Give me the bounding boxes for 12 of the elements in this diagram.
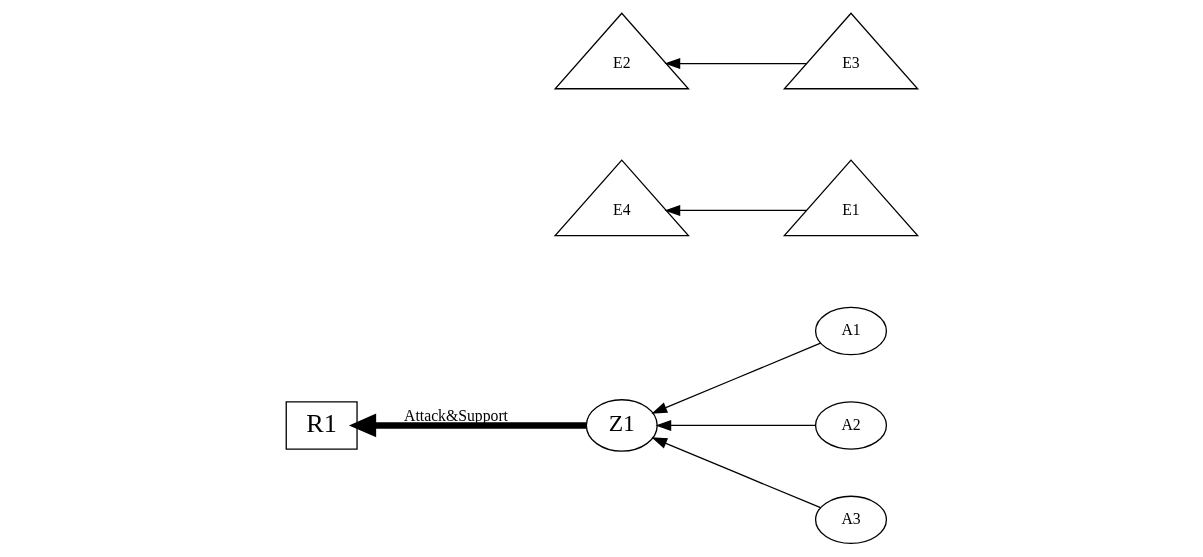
node-ellipse: A2 — [814, 401, 887, 450]
edge-label: Attack&Support — [403, 407, 508, 425]
arrow — [348, 413, 586, 438]
arrow — [650, 437, 821, 509]
node-box: R1 — [285, 401, 358, 450]
node-ellipse: Z1 — [585, 399, 658, 452]
arrow — [654, 419, 816, 431]
node-ellipse: A1 — [814, 306, 887, 356]
node-ellipse: A3 — [814, 495, 887, 545]
arrow — [664, 204, 807, 216]
arrow — [664, 58, 807, 70]
arrow — [650, 342, 821, 414]
